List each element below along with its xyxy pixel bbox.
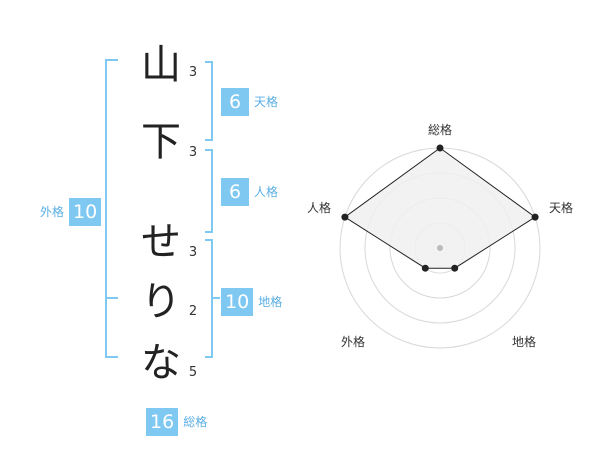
name-char-4: り — [141, 279, 181, 325]
name-char-5: な — [141, 340, 181, 386]
name-char-2: 下 — [141, 119, 181, 165]
radar-center-dot — [437, 245, 443, 251]
tenkaku-value: 6 — [221, 88, 249, 116]
radar-point-3 — [451, 264, 459, 272]
jinkaku-bracket — [205, 149, 213, 233]
tenkaku-badge: 6 天格 — [221, 88, 278, 116]
tenkaku-label: 天格 — [254, 95, 279, 109]
jinkaku-badge: 6 人格 — [221, 178, 278, 206]
radar-axis-label-tenkaku: 天格 — [549, 201, 574, 215]
soukaku-badge: 16 総格 — [146, 408, 207, 436]
stroke-count-3: 3 — [188, 245, 198, 260]
gaikaku-value: 10 — [69, 198, 102, 226]
chikaku-label: 地格 — [258, 295, 283, 309]
radar-point-4 — [421, 264, 429, 272]
radar-point-5 — [341, 213, 349, 221]
gaikaku-bracket — [105, 59, 118, 358]
tenkaku-bracket — [205, 61, 213, 141]
name-char-3: せ — [141, 219, 181, 265]
radar-value-polygon — [344, 147, 536, 269]
radar-point-2 — [531, 213, 539, 221]
radar-axis-label-chikaku: 地格 — [512, 335, 537, 349]
chikaku-badge: 10 地格 — [221, 288, 282, 316]
gaikaku-badge: 外格 10 — [40, 198, 102, 226]
chikaku-value: 10 — [221, 288, 254, 316]
stroke-count-1: 3 — [188, 65, 198, 80]
radar-axis-label-jinkaku: 人格 — [307, 201, 332, 215]
radar-point-1 — [436, 144, 444, 152]
stroke-count-4: 2 — [188, 304, 198, 319]
jinkaku-label: 人格 — [254, 185, 279, 199]
radar-axis-label-gaikaku: 外格 — [341, 335, 366, 349]
soukaku-label: 総格 — [183, 415, 208, 429]
jinkaku-value: 6 — [221, 178, 249, 206]
gaikaku-label: 外格 — [40, 205, 65, 219]
name-char-1: 山 — [141, 42, 181, 88]
radar-axis-label-soukaku: 総格 — [428, 123, 453, 137]
stroke-count-2: 3 — [188, 145, 198, 160]
stroke-count-5: 5 — [188, 365, 198, 380]
soukaku-value: 16 — [146, 408, 179, 436]
